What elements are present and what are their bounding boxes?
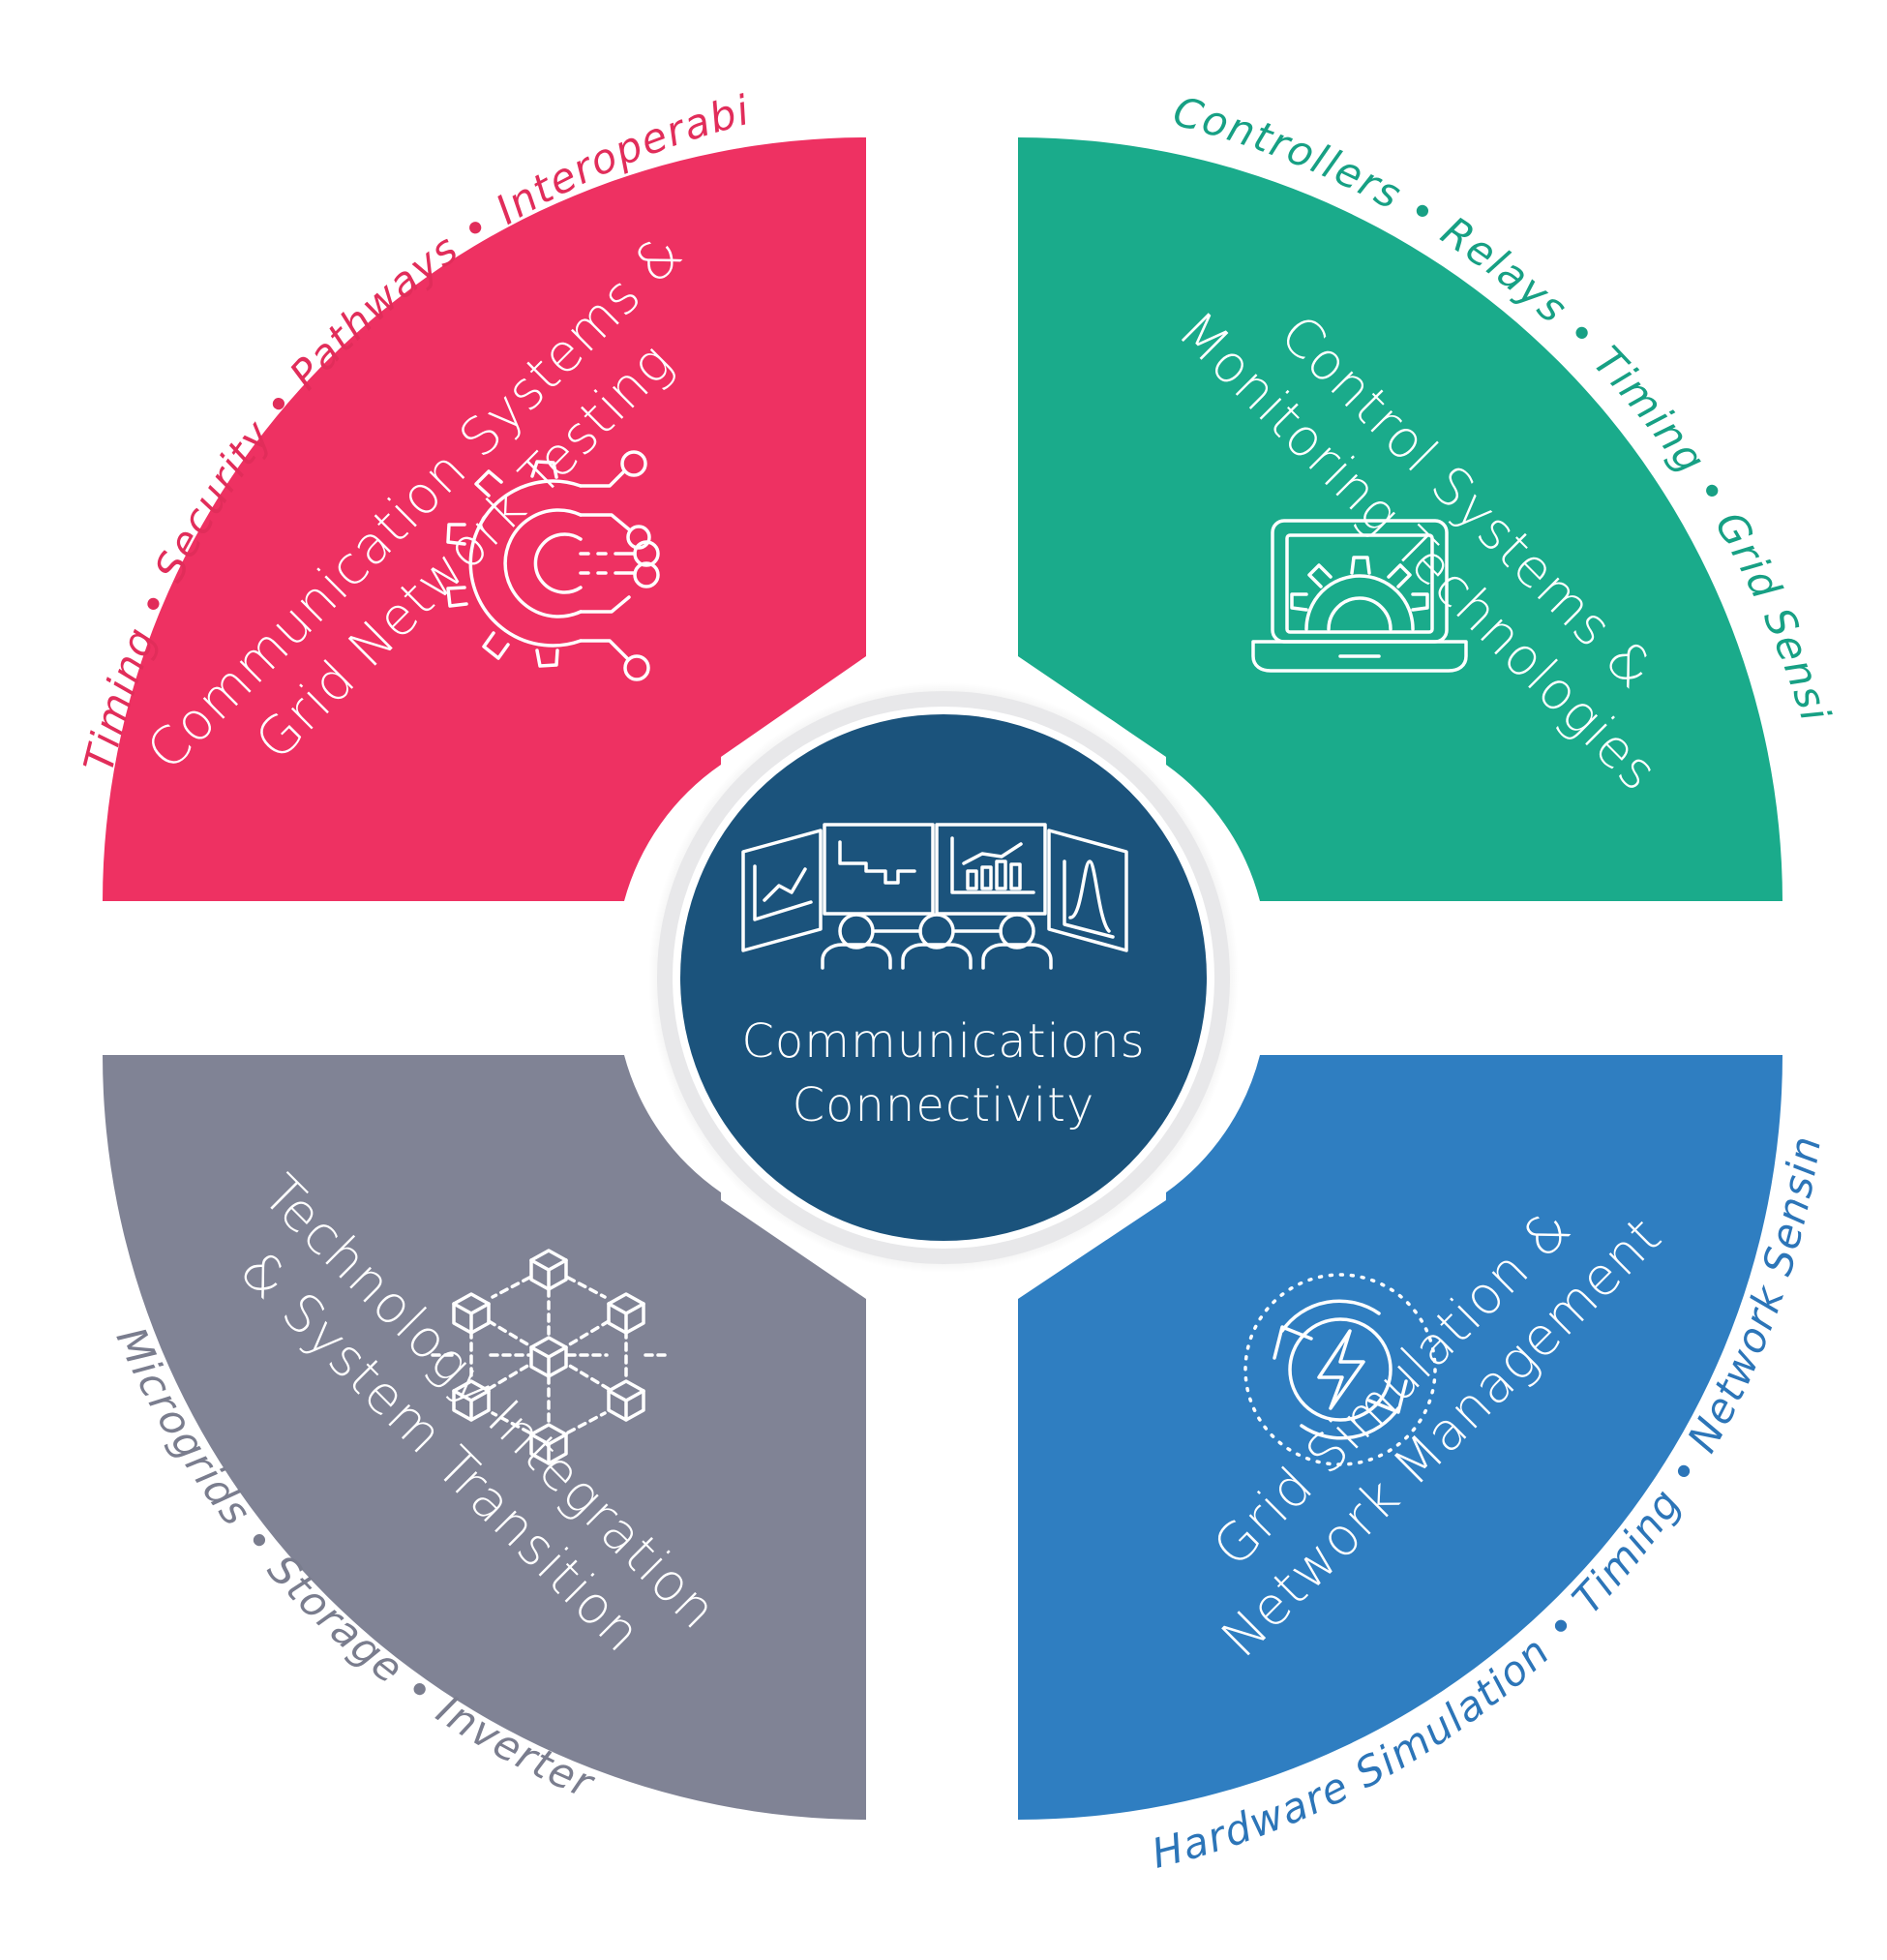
team-dashboard-icon [741,823,1128,970]
center-title-line1: Communications [741,1014,1145,1069]
laptop-gear-icon [1251,519,1468,673]
energy-cycle-icon [1243,1273,1437,1466]
quadrant-bottom-left[interactable] [103,1055,866,1820]
gear-circuit-icon [446,450,660,681]
center-title-line2: Connectivity [793,1078,1095,1132]
quadrant-bottom-right[interactable] [1018,1055,1782,1820]
cube-network-icon [431,1249,667,1465]
center-circle[interactable] [680,714,1207,1241]
